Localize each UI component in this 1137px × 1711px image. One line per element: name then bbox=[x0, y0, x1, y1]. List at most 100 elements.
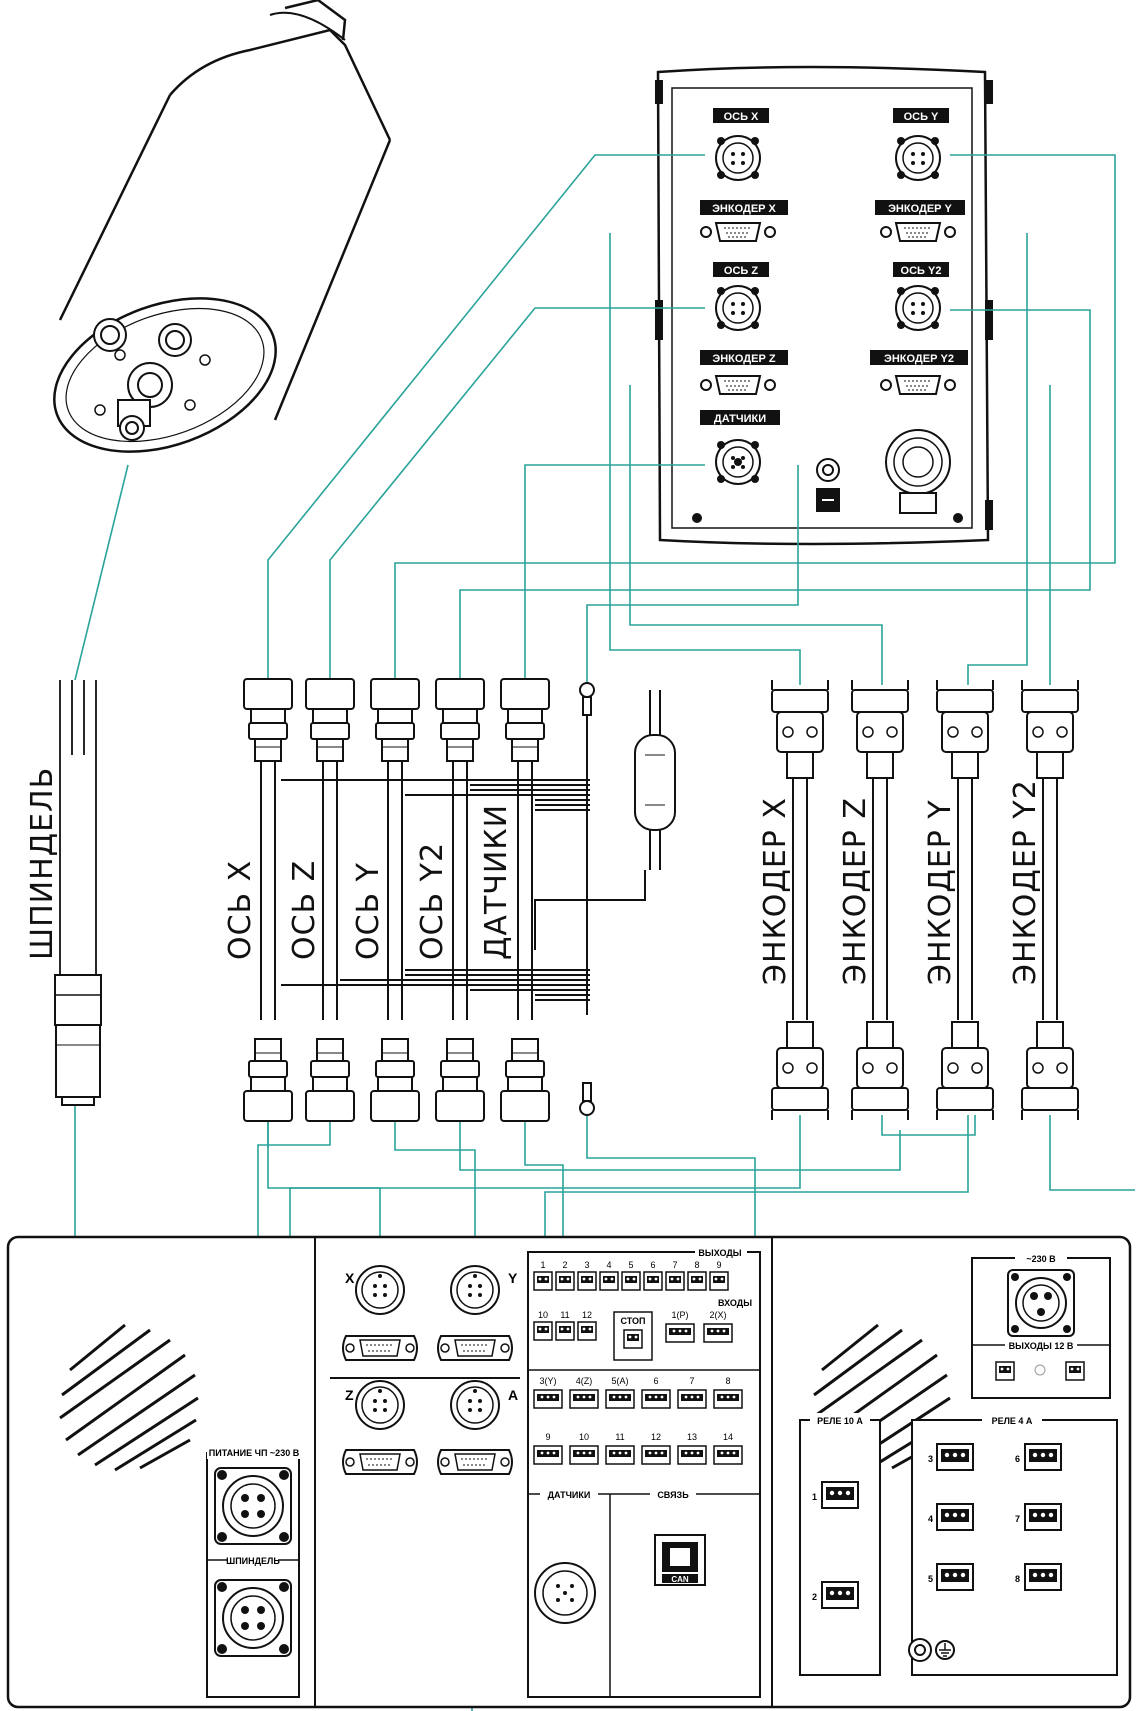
svg-text:3(Y): 3(Y) bbox=[539, 1376, 556, 1386]
port-text: ЭНКОДЕР Z bbox=[712, 353, 775, 365]
relay-10a-label: РЕЛЕ 10 А bbox=[817, 1416, 863, 1426]
svg-text:3: 3 bbox=[584, 1260, 589, 1270]
ground-symbol-icon bbox=[935, 1640, 955, 1660]
port-text: ЭНКОДЕР Y bbox=[888, 203, 952, 215]
svg-text:2: 2 bbox=[562, 1260, 567, 1270]
outputs-numbers: 1 2 3 4 5 6 7 8 9 bbox=[540, 1260, 721, 1270]
relay-7-terminal[interactable] bbox=[1024, 1503, 1062, 1531]
inputs-row2-labels: 3(Y) 4(Z) 5(A) 6 7 8 bbox=[539, 1376, 730, 1386]
relay-3-terminal[interactable] bbox=[936, 1443, 974, 1471]
cable-label-spindle: ШПИНДЕЛЬ bbox=[25, 767, 60, 960]
cable-gland bbox=[885, 429, 951, 514]
port-text: ОСЬ Y bbox=[904, 111, 939, 123]
sensors-connector[interactable] bbox=[715, 439, 761, 485]
vfd-power-socket[interactable] bbox=[214, 1467, 292, 1545]
relay-6-terminal[interactable] bbox=[1024, 1443, 1062, 1471]
spindle-motor bbox=[53, 0, 395, 453]
link-label: СВЯЗЬ bbox=[657, 1490, 689, 1500]
relay-2-number: 2 bbox=[812, 1592, 817, 1602]
svg-text:11: 11 bbox=[560, 1310, 569, 1320]
cable-label-encoder-y2: ЭНКОДЕР Y2 bbox=[1008, 779, 1043, 985]
sensors-panel-label: ДАТЧИКИ bbox=[548, 1490, 591, 1500]
cable-label-axis-y: ОСЬ Y bbox=[351, 862, 386, 960]
svg-text:13: 13 bbox=[687, 1432, 697, 1442]
relay-5-number: 5 bbox=[928, 1574, 933, 1584]
cable-label-axis-z: ОСЬ Z bbox=[287, 860, 322, 960]
axis-x-connector[interactable] bbox=[715, 135, 761, 181]
panel-sensors-socket[interactable] bbox=[534, 1562, 596, 1624]
cable-label-encoder-z: ЭНКОДЕР Z bbox=[838, 797, 873, 985]
svg-text:7: 7 bbox=[689, 1376, 694, 1386]
inputs-row3-labels: 9 10 11 12 13 14 bbox=[545, 1432, 733, 1442]
port-z-label: Z bbox=[345, 1387, 354, 1403]
output-12v-2[interactable] bbox=[1065, 1361, 1085, 1381]
cable-label-encoder-x: ЭНКОДЕР X bbox=[758, 797, 793, 985]
svg-text:7: 7 bbox=[672, 1260, 677, 1270]
port-x-label: X bbox=[345, 1270, 355, 1286]
port-text: ЭНКОДЕР Y2 bbox=[884, 353, 954, 365]
port-text: ОСЬ Y2 bbox=[901, 265, 942, 277]
svg-text:4: 4 bbox=[606, 1260, 611, 1270]
panel-encoder-y-socket[interactable] bbox=[437, 1335, 513, 1361]
vfd-power-label: ПИТАНИЕ ЧП ~230 В bbox=[209, 1448, 300, 1458]
ground-stud[interactable] bbox=[816, 458, 840, 512]
outputs-numbers-2: 10 11 12 bbox=[538, 1310, 592, 1320]
relay-4-terminal[interactable] bbox=[936, 1503, 974, 1531]
stop-label: СТОП bbox=[620, 1316, 645, 1326]
svg-text:5(A): 5(A) bbox=[611, 1376, 628, 1386]
panel-axis-x-socket[interactable] bbox=[355, 1265, 405, 1315]
relay-2-terminal[interactable] bbox=[821, 1581, 859, 1609]
port-text: ОСЬ X bbox=[724, 111, 759, 123]
stop-terminal[interactable] bbox=[623, 1329, 643, 1349]
panel-axis-y-socket[interactable] bbox=[450, 1265, 500, 1315]
panel-encoder-z-socket[interactable] bbox=[342, 1449, 418, 1475]
port-a-label: A bbox=[508, 1387, 518, 1403]
svg-text:12: 12 bbox=[582, 1310, 592, 1320]
svg-text:4(Z): 4(Z) bbox=[576, 1376, 593, 1386]
panel-encoder-x-socket[interactable] bbox=[342, 1335, 418, 1361]
input-1p-label: 1(P) bbox=[671, 1310, 688, 1320]
axis-y2-connector[interactable] bbox=[895, 285, 941, 331]
svg-text:14: 14 bbox=[723, 1432, 733, 1442]
outputs-12v-label: ВЫХОДЫ 12 В bbox=[1009, 1341, 1074, 1351]
port-text: ДАТЧИКИ bbox=[714, 413, 766, 425]
svg-text:8: 8 bbox=[725, 1376, 730, 1386]
svg-text:9: 9 bbox=[716, 1260, 721, 1270]
motor-cables: ОСЬ X ОСЬ Z ОСЬ Y ОСЬ Y2 ДАТЧИКИ bbox=[223, 678, 676, 1122]
can-label: CAN bbox=[671, 1575, 689, 1584]
axis-z-connector[interactable] bbox=[715, 285, 761, 331]
svg-text:9: 9 bbox=[545, 1432, 550, 1442]
relay-8-terminal[interactable] bbox=[1024, 1563, 1062, 1591]
mains-socket[interactable] bbox=[1007, 1269, 1075, 1337]
port-text: ЭНКОДЕР X bbox=[712, 203, 776, 215]
control-panel: ПИТАНИЕ ЧП ~230 В ШПИНДЕЛЬ X Y bbox=[6, 1235, 1132, 1709]
outputs-terminals-2[interactable] bbox=[533, 1321, 597, 1341]
panel-encoder-a-socket[interactable] bbox=[437, 1449, 513, 1475]
spindle-socket[interactable] bbox=[214, 1579, 292, 1657]
svg-text:11: 11 bbox=[615, 1432, 624, 1442]
panel-ground-stud[interactable] bbox=[908, 1638, 932, 1662]
outputs-terminals[interactable] bbox=[533, 1271, 729, 1291]
svg-text:10: 10 bbox=[579, 1432, 589, 1442]
svg-text:12: 12 bbox=[651, 1432, 661, 1442]
panel-axis-z-socket[interactable] bbox=[355, 1380, 405, 1430]
spindle-cable: ШПИНДЕЛЬ bbox=[25, 680, 102, 1106]
can-rj45-port[interactable]: CAN bbox=[654, 1534, 706, 1586]
cable-label-encoder-y: ЭНКОДЕР Y bbox=[923, 799, 958, 985]
outputs-label: ВЫХОДЫ bbox=[698, 1248, 741, 1258]
input-1p-terminal[interactable] bbox=[665, 1323, 695, 1343]
relay-4a-label: РЕЛЕ 4 А bbox=[992, 1416, 1033, 1426]
panel-axis-a-socket[interactable] bbox=[450, 1380, 500, 1430]
relay-1-number: 1 bbox=[812, 1492, 817, 1502]
output-12v-1[interactable] bbox=[995, 1361, 1015, 1381]
inputs-label: ВХОДЫ bbox=[718, 1298, 752, 1308]
relay-1-terminal[interactable] bbox=[821, 1481, 859, 1509]
relay-5-terminal[interactable] bbox=[936, 1563, 974, 1591]
controller-box: ОСЬ X ЭНКОДЕР X ОСЬ Z ЭНКОДЕР Z ДАТЧИКИ … bbox=[655, 65, 993, 546]
axis-y-connector[interactable] bbox=[895, 135, 941, 181]
input-2x-terminal[interactable] bbox=[703, 1323, 733, 1343]
svg-text:5: 5 bbox=[628, 1260, 633, 1270]
spindle-socket-label: ШПИНДЕЛЬ bbox=[226, 1556, 280, 1566]
port-text: ОСЬ Z bbox=[724, 265, 758, 277]
